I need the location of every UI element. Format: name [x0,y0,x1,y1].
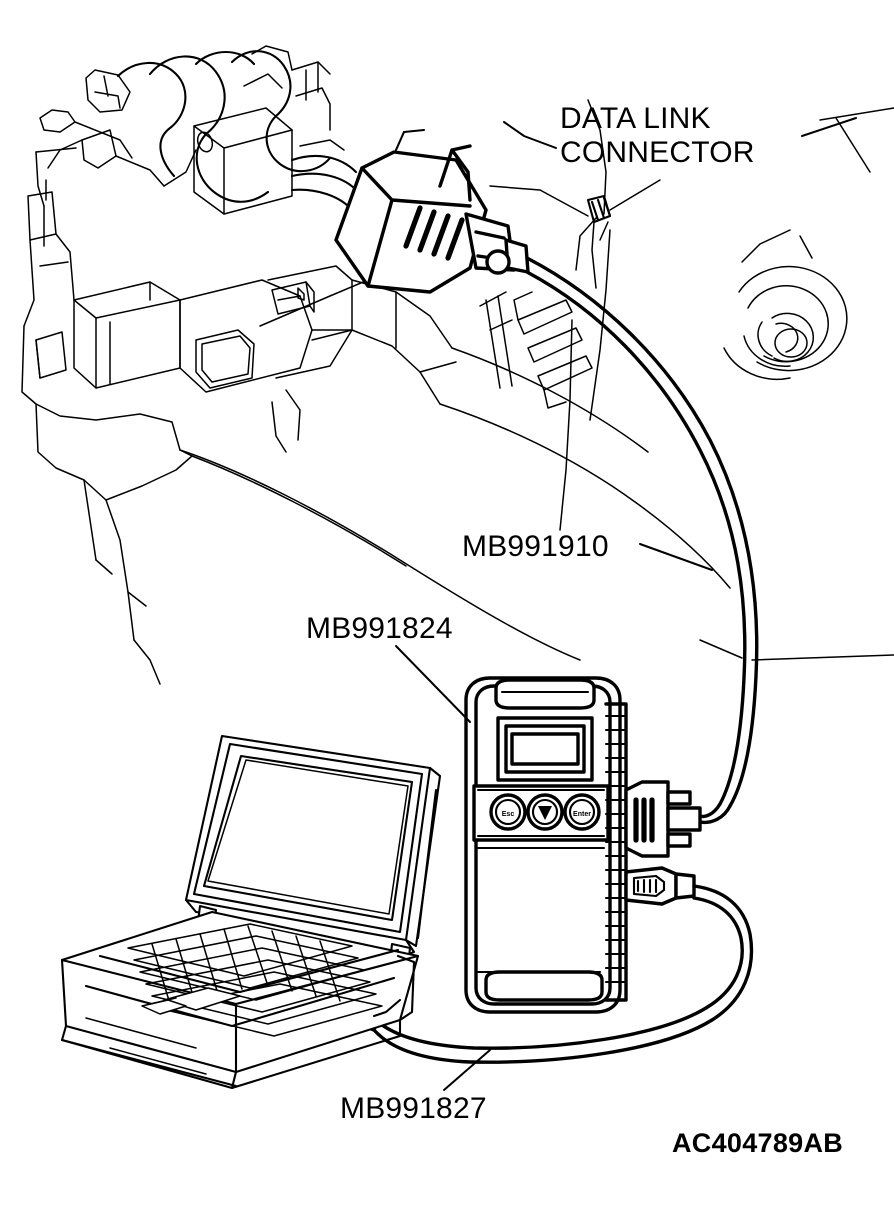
diagram-labels: DATA LINK CONNECTOR MB991910 MB991824 MB… [306,102,843,1158]
leader-mb991827 [443,1049,491,1091]
dsub-port [624,780,702,858]
scan-tool-display [510,732,580,766]
leader-lines [395,117,857,1091]
leader-dlc-left [503,121,557,149]
serial-port [624,866,696,906]
laptop-keyboard[interactable] [127,923,383,1037]
laptop-screen-inner [207,759,409,915]
label-data-link-line2: CONNECTOR [560,136,755,169]
leader-mb991910 [639,543,713,571]
leader-dlc-right [801,117,857,137]
scan-tool-mb991824: Esc Enter [464,676,702,1014]
leader-mb991824 [395,645,471,723]
scan-tool-side-ribs [604,702,628,1002]
label-mb991824: MB991824 [306,612,453,645]
figure-id: AC404789AB [672,1128,843,1158]
vehicle-underdash-illustration [21,45,894,685]
label-mb991827: MB991827 [340,1092,487,1125]
label-mb991910: MB991910 [462,530,609,563]
esc-button-label: Esc [502,811,515,818]
scan-tool-keypad[interactable]: Esc Enter [489,793,601,831]
round-vent-detail [723,265,848,381]
laptop [60,734,442,1090]
data-link-connector-assembly [334,128,530,294]
down-arrow-icon [538,806,552,820]
dash-clip-detail [489,179,661,289]
label-data-link-line1: DATA LINK [560,102,711,135]
enter-button-label: Enter [573,811,591,818]
laptop-trackpad[interactable] [141,987,241,1015]
